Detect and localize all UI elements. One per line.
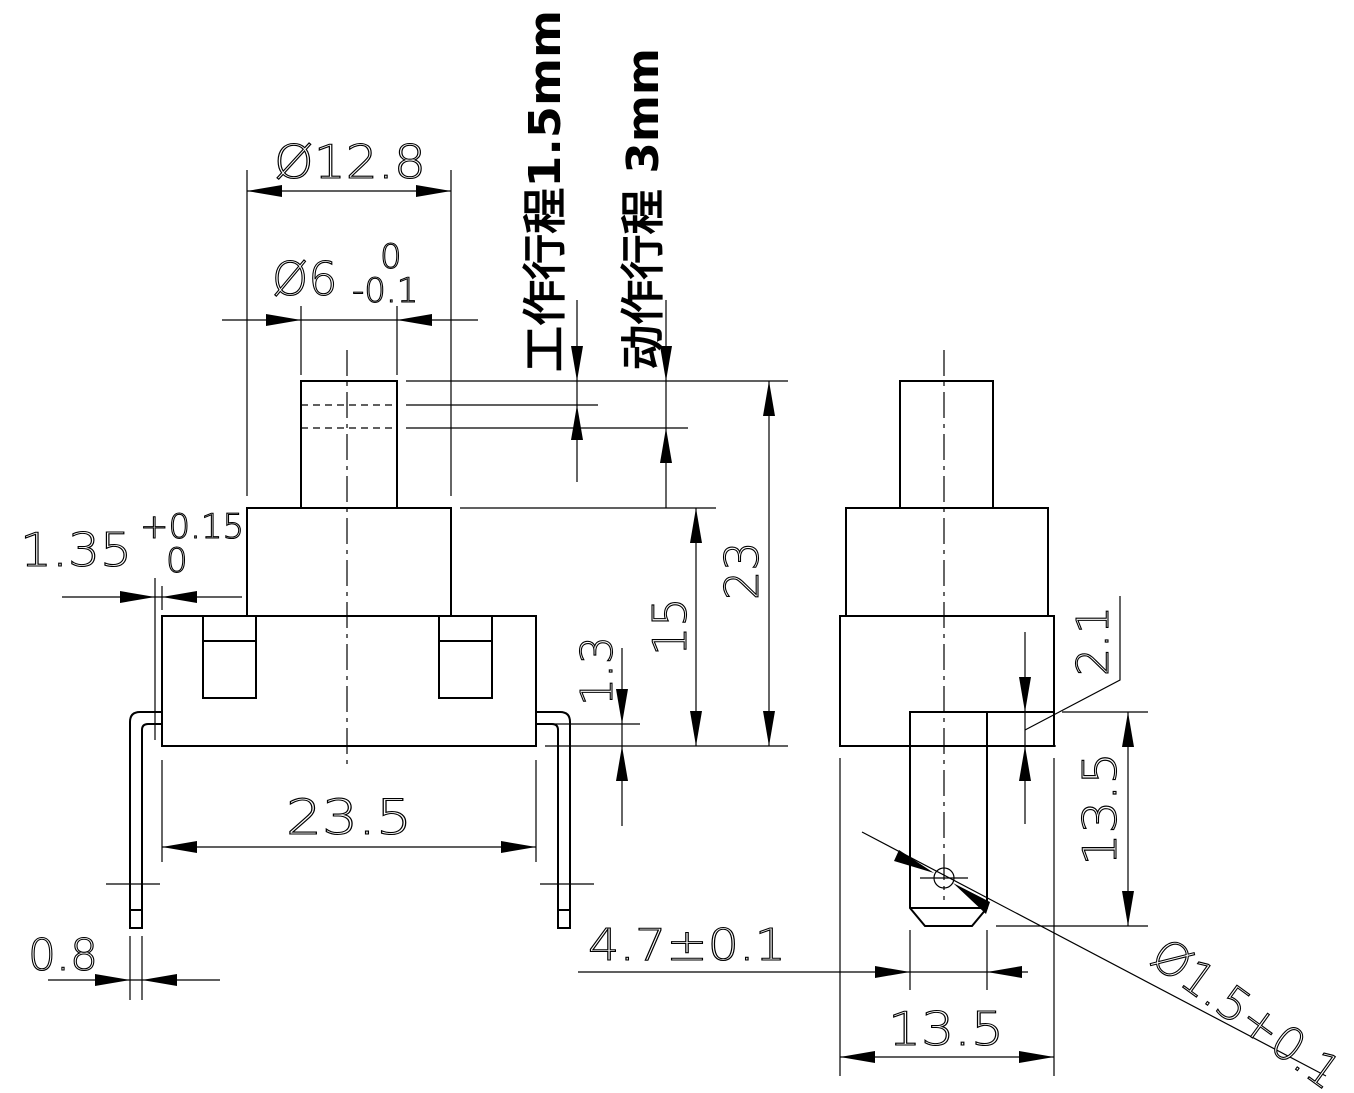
- dim-2-1: 2.1: [1068, 606, 1119, 676]
- dim-15: 15: [643, 597, 697, 656]
- dim-dia-6: Ø6: [272, 252, 337, 306]
- dim-0-8: 0.8: [28, 930, 98, 981]
- dimensions-front: Ø12.8 Ø6 0 -0.1 工作行程1.5mm 动作行程 3mm 23: [19, 10, 788, 1000]
- dim-4-7: 4.7±0.1: [588, 920, 786, 971]
- dimensions-side: 2.1 13.5 4.7±0.1 13.5 Ø1.5+0.1: [578, 596, 1352, 1093]
- dim-tol-135-upper: +0.15: [140, 507, 244, 547]
- dim-1-35: 1.35: [20, 523, 132, 577]
- dim-23-5: 23.5: [286, 790, 412, 846]
- dim-tol-6-upper: 0: [380, 237, 402, 277]
- dim-23: 23: [715, 541, 769, 600]
- dim-dia-1-5: Ø1.5+0.1: [1142, 927, 1352, 1093]
- dim-13-5-horizontal: 13.5: [888, 1002, 1004, 1056]
- dim-tol-135-lower: 0: [166, 541, 188, 581]
- label-action-travel: 动作行程 3mm: [618, 48, 669, 370]
- side-view: [839, 350, 1055, 927]
- label-work-travel: 工作行程1.5mm: [520, 10, 571, 372]
- dim-1-3: 1.3: [572, 636, 623, 706]
- dim-13-5-vertical: 13.5: [1073, 752, 1127, 866]
- dim-dia-12-8: Ø12.8: [274, 135, 426, 189]
- dim-tol-6-lower: -0.1: [352, 271, 418, 311]
